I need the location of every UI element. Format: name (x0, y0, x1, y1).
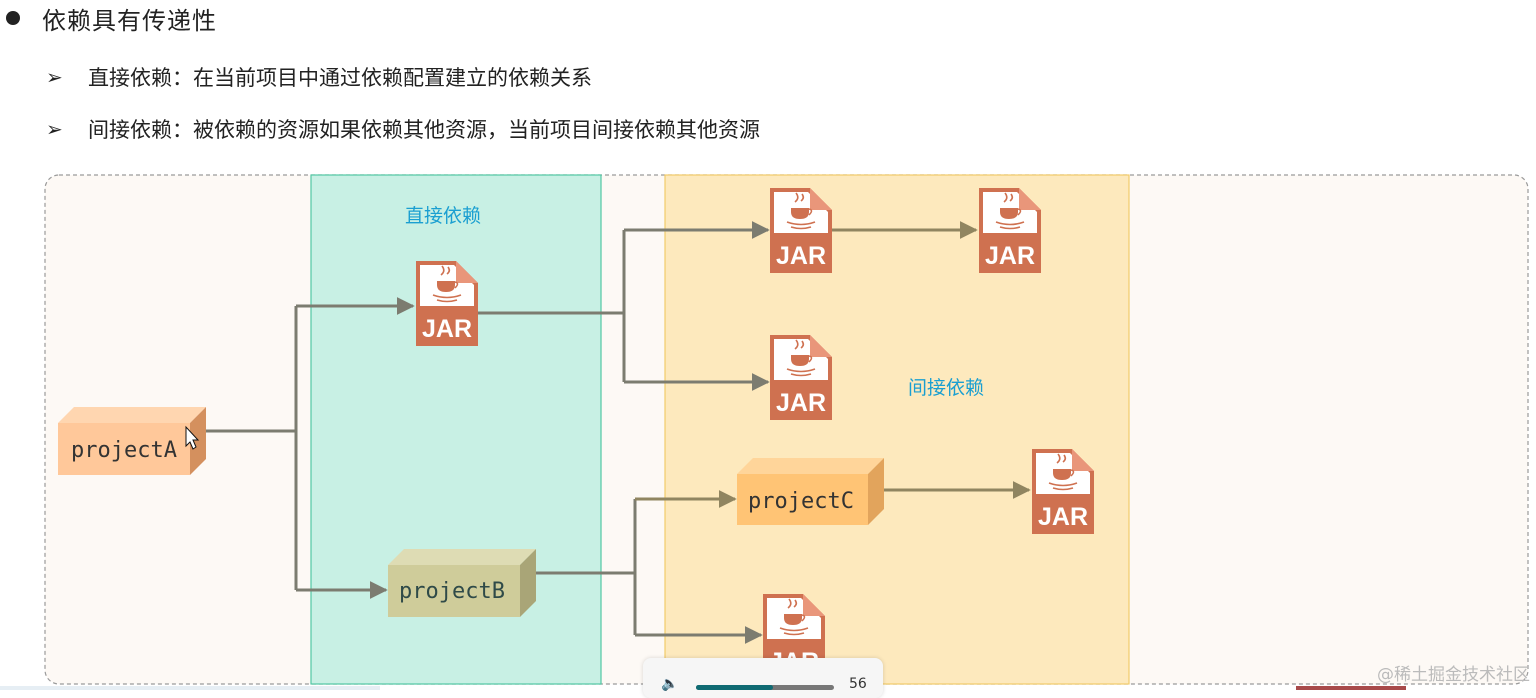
point-text: 间接依赖：被依赖的资源如果依赖其他资源，当前项目间接依赖其他资源 (88, 118, 760, 142)
point-indirect-dependency: ➢ 间接依赖：被依赖的资源如果依赖其他资源，当前项目间接依赖其他资源 (46, 114, 760, 144)
jar-icon (415, 260, 479, 347)
arrow-bullet-icon: ➢ (46, 65, 63, 89)
volume-slider-fill (696, 685, 774, 690)
speaker-icon[interactable]: 🔈 (661, 676, 679, 692)
indirect-dependency-label: 间接依赖 (908, 377, 985, 399)
point-direct-dependency: ➢ 直接依赖：在当前项目中通过依赖配置建立的依赖关系 (46, 62, 592, 92)
connector-projectB (535, 490, 763, 644)
projectC-label: projectC (748, 489, 854, 514)
arrow-bullet-icon: ➢ (46, 117, 63, 141)
point-text: 直接依赖：在当前项目中通过依赖配置建立的依赖关系 (88, 66, 592, 90)
projectA-label: projectA (71, 438, 177, 463)
bullet-dot-icon (6, 11, 20, 25)
connector-direct-jar (478, 221, 770, 391)
section-heading: 依赖具有传递性 (0, 0, 217, 36)
heading-title: 依赖具有传递性 (42, 6, 217, 35)
jar-icon (769, 334, 833, 421)
direct-dependency-label: 直接依赖 (405, 205, 482, 227)
connector-projectA (205, 297, 415, 599)
bottom-strip-right (1296, 686, 1406, 690)
projectC-box: projectC (737, 458, 884, 525)
indirect-dependency-zone (664, 174, 1130, 685)
jar-icon (1031, 448, 1095, 535)
projectB-box: projectB (388, 549, 536, 617)
jar-icon (978, 187, 1042, 274)
volume-value: 56 (849, 676, 867, 692)
jar-icon (769, 187, 833, 274)
video-volume-control[interactable]: 🔈 56 (643, 658, 883, 698)
projectB-label: projectB (399, 579, 505, 604)
bottom-strip-left (0, 686, 380, 690)
watermark: @稀土掘金技术社区 (1377, 665, 1530, 685)
projectA-box: projectA (58, 407, 206, 475)
mouse-cursor-icon (185, 425, 200, 450)
volume-slider[interactable] (696, 685, 834, 690)
